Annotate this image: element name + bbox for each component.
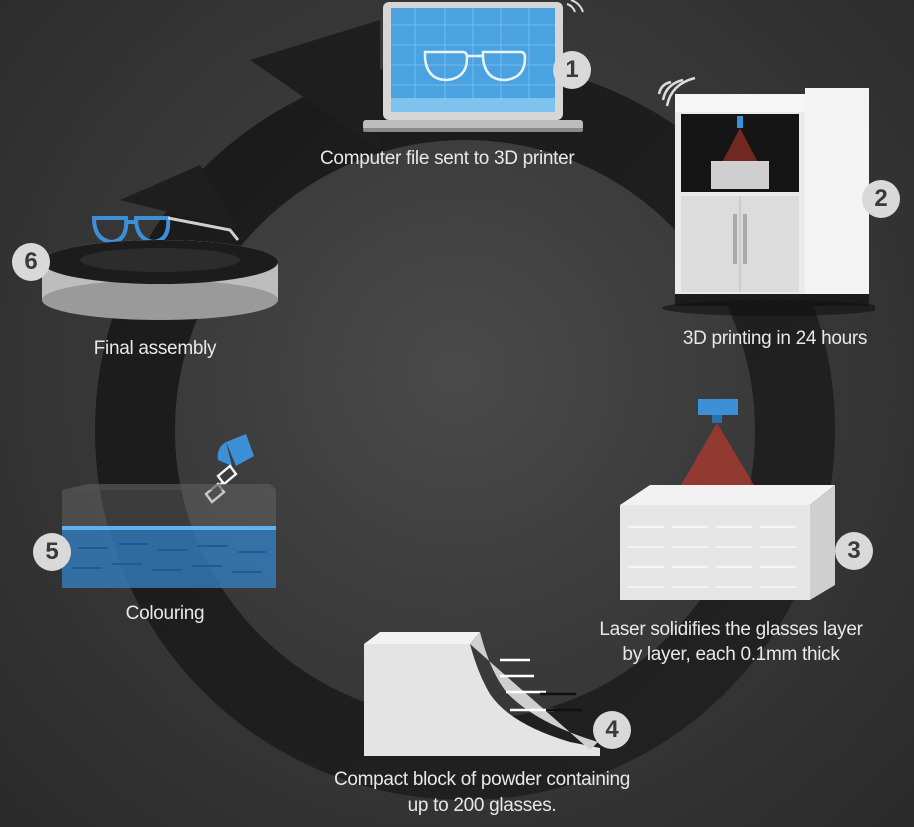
dye-bath-icon (62, 434, 276, 588)
step-badge-4: 4 (593, 711, 631, 749)
laptop-icon (363, 0, 584, 132)
step-caption-6: Final assembly (93, 338, 217, 359)
step-caption-2: 3D printing in 24 hours (682, 328, 868, 349)
3d-printer-icon (657, 76, 875, 316)
step-caption-4-line1: Compact block of powder containing (333, 769, 631, 790)
step-caption-5: Colouring (125, 603, 205, 624)
powder-block-icon (364, 632, 600, 756)
step-caption-3-line1: Laser solidifies the glasses layer (599, 619, 863, 640)
step-badge-6: 6 (12, 243, 50, 281)
cycle-arrowhead-left (120, 165, 240, 230)
step-badge-2: 2 (862, 180, 900, 218)
cycle-arrowhead (250, 20, 380, 150)
assembly-platform-icon (42, 216, 278, 320)
step-caption-3-line2: by layer, each 0.1mm thick (622, 644, 840, 665)
laser-block-icon (620, 399, 835, 600)
step-badge-1: 1 (553, 51, 591, 89)
step-badge-5: 5 (33, 533, 71, 571)
step-badge-3: 3 (835, 532, 873, 570)
step-caption-1: Computer file sent to 3D printer (320, 148, 575, 169)
step-caption-4-line2: up to 200 glasses. (407, 795, 557, 816)
